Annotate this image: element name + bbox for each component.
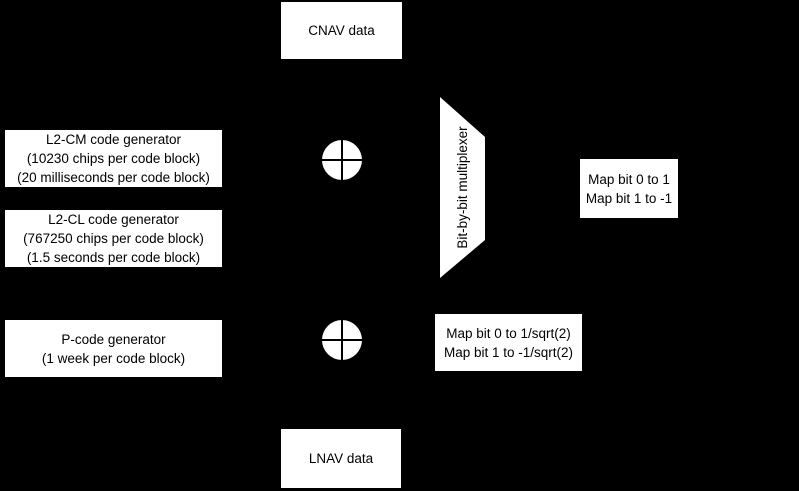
l2cm-duration-note: (20 milliseconds per code block)	[17, 170, 210, 185]
map-bits-sqrt-box: Map bit 0 to 1/sqrt(2) Map bit 1 to -1/s…	[435, 314, 582, 371]
pcode-title: P-code generator	[61, 331, 166, 347]
multiplexer-label: Bit-by-bit multiplexer	[455, 126, 470, 249]
map-sqrt-bit0-rule: Map bit 0 to 1/sqrt(2)	[446, 325, 571, 341]
l2cm-title: L2-CM code generator	[45, 132, 182, 147]
map-bit0-rule: Map bit 0 to 1	[588, 171, 670, 187]
l2cl-chips-note: (767250 chips per code block)	[23, 231, 204, 246]
map-bits-box: Map bit 0 to 1 Map bit 1 to -1	[580, 159, 678, 218]
cnav-data-label: CNAV data	[308, 23, 375, 38]
xor-adder-icon	[322, 320, 362, 360]
l2cl-title: L2-CL code generator	[48, 212, 179, 227]
l2cm-code-generator-box: L2-CM code generator (10230 chips per co…	[5, 130, 222, 187]
l2cl-duration-note: (1.5 seconds per code block)	[26, 250, 201, 265]
map-bit1-rule: Map bit 1 to -1	[585, 190, 673, 206]
bit-by-bit-multiplexer-shape: Bit-by-bit multiplexer	[440, 97, 485, 278]
p-code-generator-box: P-code generator (1 week per code block)	[5, 320, 222, 377]
l2cl-code-generator-box: L2-CL code generator (767250 chips per c…	[5, 210, 222, 267]
lnav-data-label: LNAV data	[308, 451, 374, 466]
xor-adder-icon	[322, 140, 362, 180]
l2cm-chips-note: (10230 chips per code block)	[26, 151, 201, 166]
pcode-duration-note: (1 week per code block)	[41, 350, 186, 366]
lnav-data-box: LNAV data	[281, 429, 401, 488]
map-sqrt-bit1-rule: Map bit 1 to -1/sqrt(2)	[443, 344, 574, 360]
cnav-data-box: CNAV data	[281, 2, 402, 59]
